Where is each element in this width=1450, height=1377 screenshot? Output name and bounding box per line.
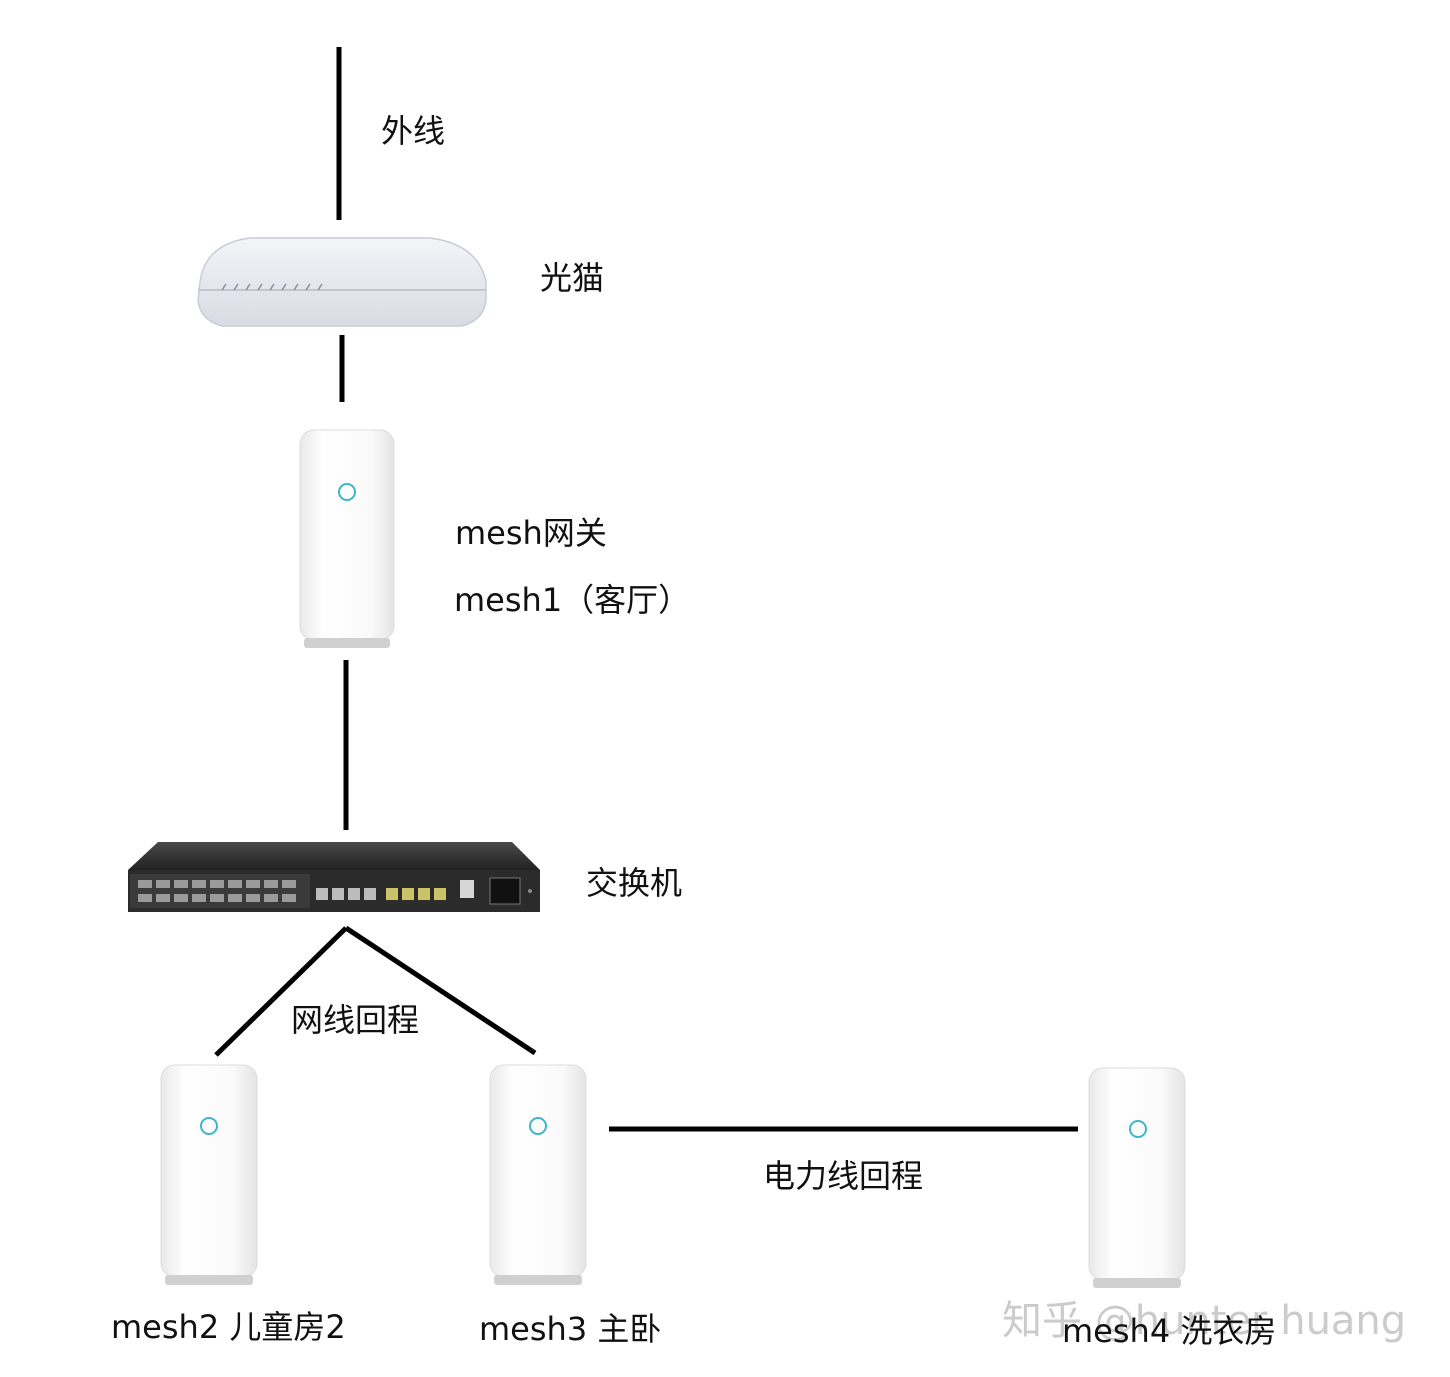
switch-label: 交换机 [586, 864, 683, 902]
mesh2-indicator-light [200, 1117, 218, 1135]
switch-to-mesh2-cable [214, 926, 348, 1057]
network-switch-device [128, 842, 540, 912]
outer-line-label: 外线 [381, 112, 446, 150]
mesh3-label: mesh3 主卧 [479, 1310, 662, 1348]
optical-modem-device [197, 237, 487, 327]
mesh1-indicator-light [338, 483, 356, 501]
watermark-text: 知乎 @hunter huang [1002, 1298, 1407, 1344]
mesh-gateway-label: mesh网关 [455, 514, 607, 552]
mesh4-label: mesh4 洗衣房 [1062, 1312, 1277, 1350]
mesh2-label: mesh2 儿童房2 [111, 1308, 346, 1346]
mesh3-indicator-light [529, 1117, 547, 1135]
mesh2-tower-device [160, 1064, 258, 1285]
mesh1-label: mesh1（客厅） [454, 581, 691, 619]
mesh1-tower-device [299, 429, 395, 648]
mesh4-tower-device [1088, 1067, 1186, 1288]
connection-lines [214, 47, 1078, 1132]
mesh4-indicator-light [1129, 1120, 1147, 1138]
optical-modem-label: 光猫 [540, 259, 605, 297]
ethernet-backhaul-label: 网线回程 [291, 1001, 420, 1039]
switch-to-mesh3-cable [344, 925, 537, 1056]
mesh3-tower-device [489, 1064, 587, 1285]
powerline-backhaul-label: 电力线回程 [763, 1157, 924, 1195]
